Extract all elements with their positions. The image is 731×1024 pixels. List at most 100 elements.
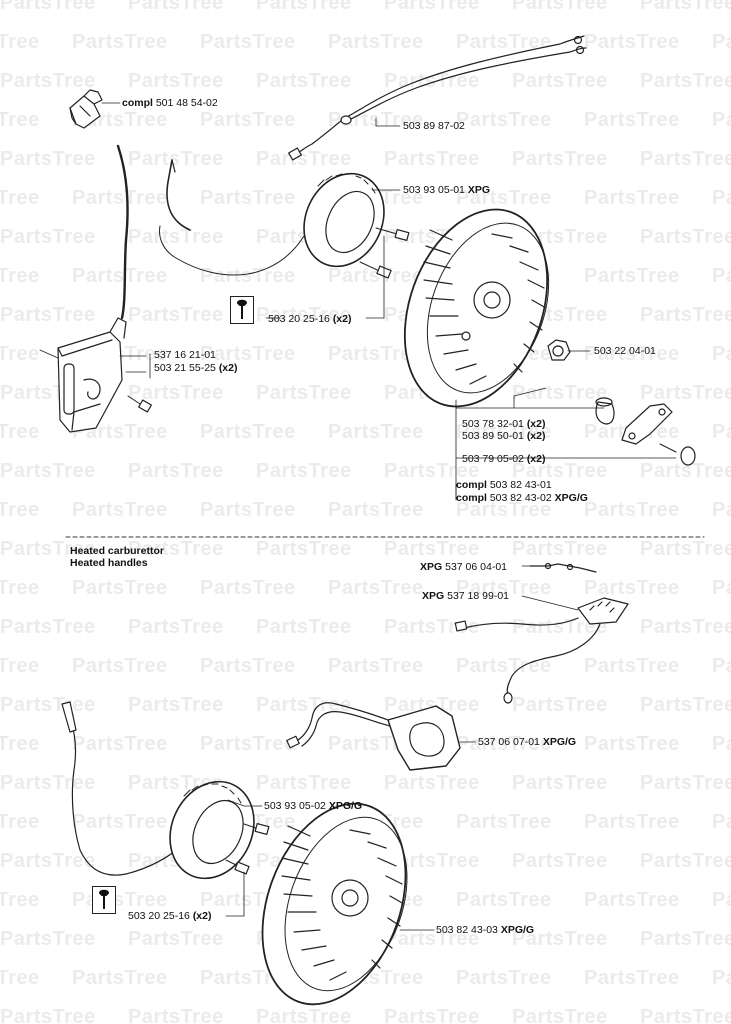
watermark-text: PartsTree bbox=[456, 421, 552, 443]
watermark-text: PartsTree bbox=[256, 70, 352, 92]
watermark-text: PartsTree bbox=[512, 0, 608, 14]
watermark-text: PartsTree bbox=[0, 187, 40, 209]
part-label: 503 89 50-01 (x2) bbox=[462, 430, 546, 442]
stator-upper bbox=[303, 172, 385, 268]
watermark-text: PartsTree bbox=[0, 70, 96, 92]
watermark-text: PartsTree bbox=[640, 382, 731, 404]
kill-switch-wire bbox=[288, 35, 587, 161]
ht-lead bbox=[116, 144, 129, 320]
watermark-text: PartsTree bbox=[0, 0, 96, 14]
watermark-text: PartsTree bbox=[584, 577, 680, 599]
watermark-text: PartsTree bbox=[640, 304, 731, 326]
watermark-text: PartsTree bbox=[712, 811, 731, 833]
watermark-text: PartsTree bbox=[640, 70, 731, 92]
watermark-text: PartsTree bbox=[712, 967, 731, 989]
watermark-text: PartsTree bbox=[384, 538, 480, 560]
watermark-text: PartsTree bbox=[640, 460, 731, 482]
watermark-text: PartsTree bbox=[0, 733, 40, 755]
watermark-text: PartsTree bbox=[456, 499, 552, 521]
watermark-text: PartsTree bbox=[256, 1006, 352, 1024]
watermark-text: PartsTree bbox=[0, 1006, 96, 1024]
watermark-text: PartsTree bbox=[0, 304, 96, 326]
watermark-text: PartsTree bbox=[328, 421, 424, 443]
watermark-text: PartsTree bbox=[456, 577, 552, 599]
watermark-text: PartsTree bbox=[328, 577, 424, 599]
watermark-text: PartsTree bbox=[256, 460, 352, 482]
lower-lead bbox=[63, 705, 185, 876]
watermark-text: PartsTree bbox=[584, 967, 680, 989]
watermark-text: PartsTree bbox=[712, 889, 731, 911]
torque-box-upper bbox=[230, 296, 254, 324]
part-label: compl 503 82 43-01 bbox=[456, 479, 552, 491]
watermark-text: PartsTree bbox=[128, 0, 224, 14]
part-label: 503 79 05-02 (x2) bbox=[462, 453, 546, 465]
watermark-text: PartsTree bbox=[72, 811, 168, 833]
watermark-text: PartsTree bbox=[456, 655, 552, 677]
watermark-text: PartsTree bbox=[0, 928, 96, 950]
part-label: 503 93 05-01 XPG bbox=[403, 184, 490, 196]
watermark-text: PartsTree bbox=[0, 109, 40, 131]
watermark-text: PartsTree bbox=[712, 655, 731, 677]
stator-lower bbox=[169, 780, 255, 880]
watermark-text: PartsTree bbox=[456, 733, 552, 755]
heater-element bbox=[286, 702, 477, 771]
watermark-text: PartsTree bbox=[512, 460, 608, 482]
watermark-text: PartsTree bbox=[0, 616, 96, 638]
wrench-icon bbox=[98, 889, 110, 909]
watermark-text: PartsTree bbox=[712, 265, 731, 287]
watermark-text: PartsTree bbox=[128, 538, 224, 560]
watermark-text: PartsTree bbox=[0, 967, 40, 989]
watermark-text: PartsTree bbox=[256, 382, 352, 404]
watermark-text: PartsTree bbox=[584, 265, 680, 287]
watermark-text: PartsTree bbox=[0, 31, 40, 53]
watermark-text: PartsTree bbox=[128, 928, 224, 950]
ignition-module bbox=[39, 317, 127, 433]
watermark-text: PartsTree bbox=[328, 343, 424, 365]
part-label: 503 20 25-16 (x2) bbox=[268, 313, 352, 325]
watermark-text: PartsTree bbox=[584, 733, 680, 755]
torque-box-lower bbox=[92, 886, 116, 914]
watermark-text: PartsTree bbox=[712, 499, 731, 521]
watermark-text: PartsTree bbox=[712, 31, 731, 53]
watermark-text: PartsTree bbox=[456, 811, 552, 833]
watermark-text: PartsTree bbox=[584, 811, 680, 833]
watermark-text: PartsTree bbox=[200, 499, 296, 521]
watermark-text: PartsTree bbox=[640, 616, 731, 638]
watermark-text: PartsTree bbox=[128, 304, 224, 326]
watermark-text: PartsTree bbox=[640, 694, 731, 716]
watermark-text: PartsTree bbox=[384, 850, 480, 872]
flywheel-nut bbox=[547, 339, 571, 361]
watermark-text: PartsTree bbox=[584, 343, 680, 365]
watermark-text: PartsTree bbox=[72, 265, 168, 287]
watermark-text: PartsTree bbox=[200, 655, 296, 677]
part-label: 503 20 25-16 (x2) bbox=[128, 910, 212, 922]
watermark-text: PartsTree bbox=[200, 421, 296, 443]
part-label: 503 21 55-25 (x2) bbox=[154, 362, 238, 374]
watermark-text: PartsTree bbox=[384, 1006, 480, 1024]
watermark-text: PartsTree bbox=[256, 148, 352, 170]
watermark-text: PartsTree bbox=[0, 772, 96, 794]
watermark-text: PartsTree bbox=[256, 0, 352, 14]
watermark-text: PartsTree bbox=[200, 265, 296, 287]
watermark-text: PartsTree bbox=[0, 889, 40, 911]
watermark-text: PartsTree bbox=[640, 850, 731, 872]
part-label: 503 89 87-02 bbox=[403, 120, 465, 132]
watermark-text: PartsTree bbox=[512, 70, 608, 92]
watermark-text: PartsTree bbox=[200, 343, 296, 365]
watermark-text: PartsTree bbox=[200, 187, 296, 209]
watermark-text: PartsTree bbox=[584, 187, 680, 209]
part-label: 537 16 21-01 bbox=[154, 349, 216, 361]
watermark-text: PartsTree bbox=[200, 109, 296, 131]
watermark-text: PartsTree bbox=[72, 31, 168, 53]
part-label: 537 06 07-01 XPG/G bbox=[478, 736, 577, 748]
watermark-text: PartsTree bbox=[384, 694, 480, 716]
watermark-text: PartsTree bbox=[456, 31, 552, 53]
watermark-text: PartsTree bbox=[456, 187, 552, 209]
watermark-text: PartsTree bbox=[200, 577, 296, 599]
flywheel-lower bbox=[261, 802, 408, 1006]
part-label: 503 22 04-01 bbox=[594, 345, 656, 357]
watermark-text: PartsTree bbox=[640, 226, 731, 248]
watermark-text: PartsTree bbox=[712, 421, 731, 443]
watermark-text: PartsTree bbox=[0, 499, 40, 521]
watermark-text: PartsTree bbox=[0, 343, 40, 365]
